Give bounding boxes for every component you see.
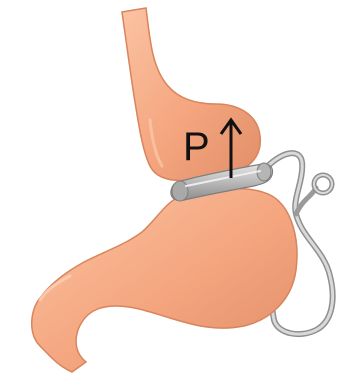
stomach-body <box>32 188 297 372</box>
band-buckle <box>172 181 188 201</box>
pressure-label: P <box>183 125 210 169</box>
